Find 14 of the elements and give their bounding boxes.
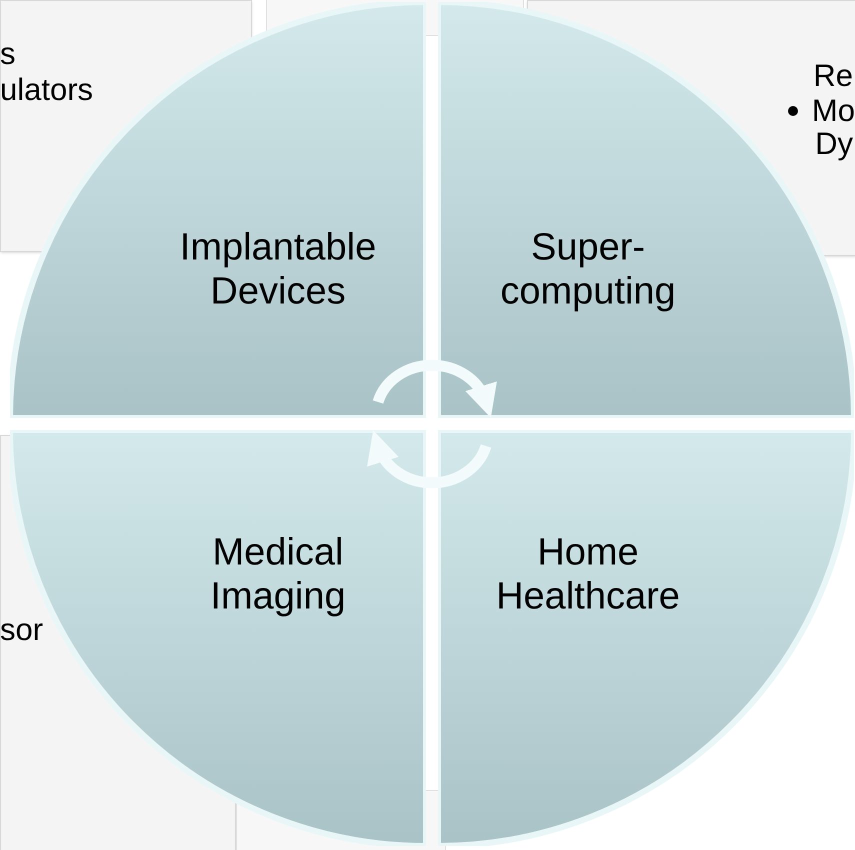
cut-off-text: Re — [813, 60, 853, 91]
cut-off-text: s — [0, 38, 16, 69]
segment-label: Implantable Devices — [178, 226, 378, 314]
curved-arrow — [368, 430, 492, 488]
curved-arrow — [372, 360, 496, 418]
cut-off-text: Dy — [815, 128, 853, 159]
cut-off-text: sor — [0, 614, 44, 645]
segment-label: Super- computing — [499, 226, 677, 314]
cut-off-text: Mo — [812, 95, 855, 126]
quadrant-segment — [438, 430, 854, 846]
quadrant-segment — [438, 2, 854, 418]
segment-label: Medical Imaging — [209, 531, 347, 619]
segment-label: Home Healthcare — [495, 531, 681, 619]
cut-off-text: ulators — [0, 74, 94, 105]
